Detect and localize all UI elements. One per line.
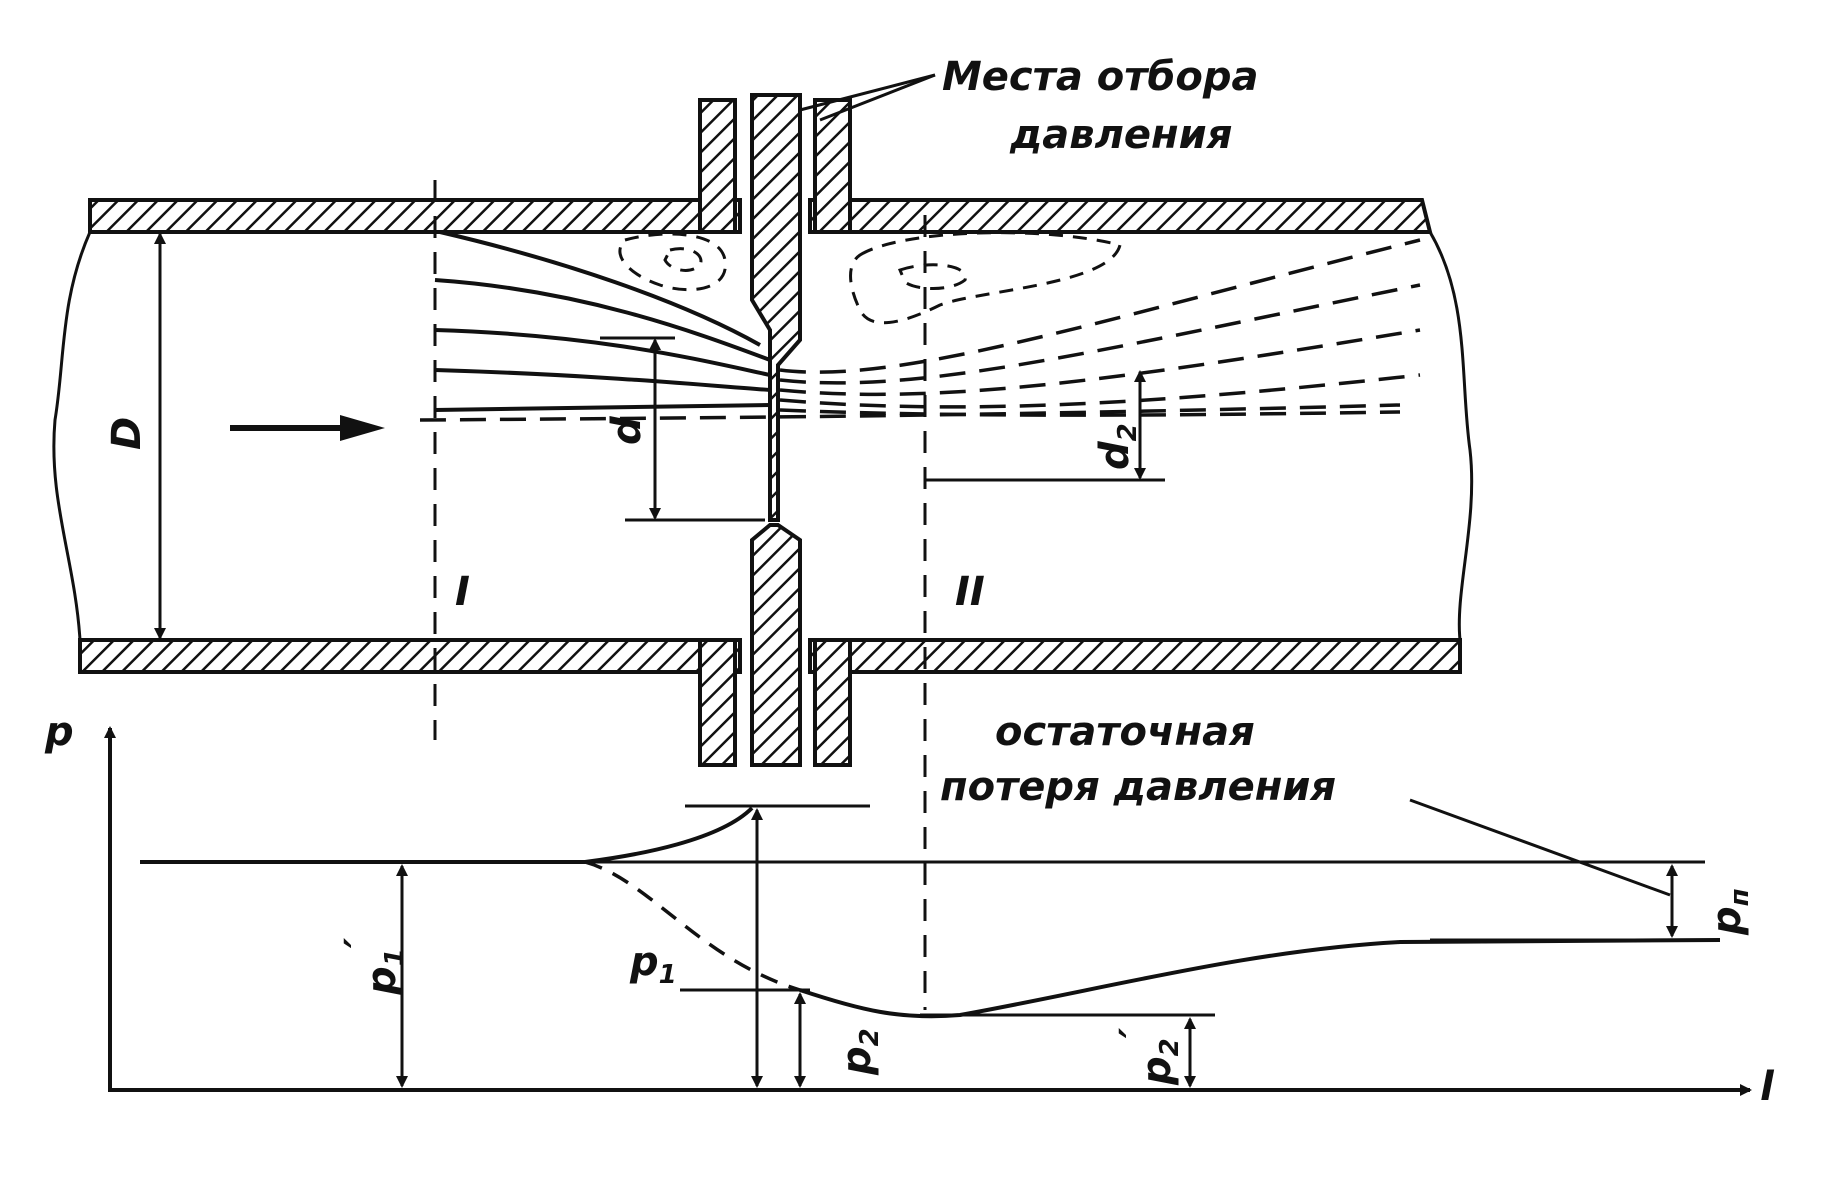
- label-pn: pп: [1704, 888, 1755, 936]
- label-residual-loss-2: потеря давления: [940, 764, 1336, 810]
- pressure-dimensions: [396, 808, 1678, 1088]
- pipe-top-wall-right: [808, 198, 1433, 234]
- pipe-bottom-wall-left: [78, 638, 742, 674]
- pressure-recovery-curve: [799, 938, 1721, 1019]
- pressure-curves: [140, 806, 1721, 1019]
- residual-loss-leader: [1409, 798, 1671, 897]
- eddy-right: [849, 231, 1122, 325]
- flange-bottom-left: [698, 638, 737, 767]
- label-p1-prime: p1′: [337, 937, 410, 996]
- label-p1: p1: [629, 939, 677, 990]
- pressure-axes: [104, 726, 1752, 1096]
- axis-pressure-drop-curve: [584, 860, 801, 992]
- label-l-axis: l: [1760, 1064, 1775, 1110]
- label-section-2: II: [955, 569, 985, 615]
- eddy-left-inner: [663, 247, 703, 272]
- eddy-left: [618, 232, 727, 292]
- streamlines-dashed: [419, 238, 1421, 422]
- pressure-taps-leaders: [799, 73, 936, 122]
- label-pressure-taps-2: давления: [1009, 112, 1232, 158]
- section-lines: [433, 180, 927, 1010]
- label-residual-loss-1: остаточная: [995, 709, 1255, 755]
- pipe-top-wall-left: [88, 198, 742, 234]
- eddies: [618, 231, 1122, 325]
- pipe-left-break: [52, 231, 92, 641]
- dimension-d: [600, 336, 765, 522]
- orifice-plate-lower: [750, 523, 802, 767]
- label-section-1: I: [455, 569, 470, 615]
- label-p-axis: p: [44, 709, 74, 755]
- flange-top-left: [698, 98, 737, 234]
- pipe-bottom-wall-right: [808, 638, 1462, 674]
- pipe: [52, 93, 1474, 767]
- streamlines-solid: [434, 230, 771, 412]
- pipe-right-break: [1428, 231, 1474, 641]
- eddy-right-inner: [897, 263, 967, 290]
- label-p2-prime: p2′: [1112, 1027, 1185, 1086]
- orifice-plate-upper: [750, 93, 802, 522]
- label-D: D: [104, 417, 150, 450]
- dimension-d2: [925, 370, 1165, 482]
- label-d2: d2: [1092, 423, 1143, 470]
- label-d: d: [604, 416, 650, 445]
- arrow-right-icon: [230, 415, 385, 441]
- wall-pressure-rise: [140, 806, 754, 864]
- flange-bottom-right: [813, 638, 852, 767]
- label-p2: p2: [834, 1028, 885, 1076]
- label-pressure-taps-1: Места отбора: [942, 54, 1258, 100]
